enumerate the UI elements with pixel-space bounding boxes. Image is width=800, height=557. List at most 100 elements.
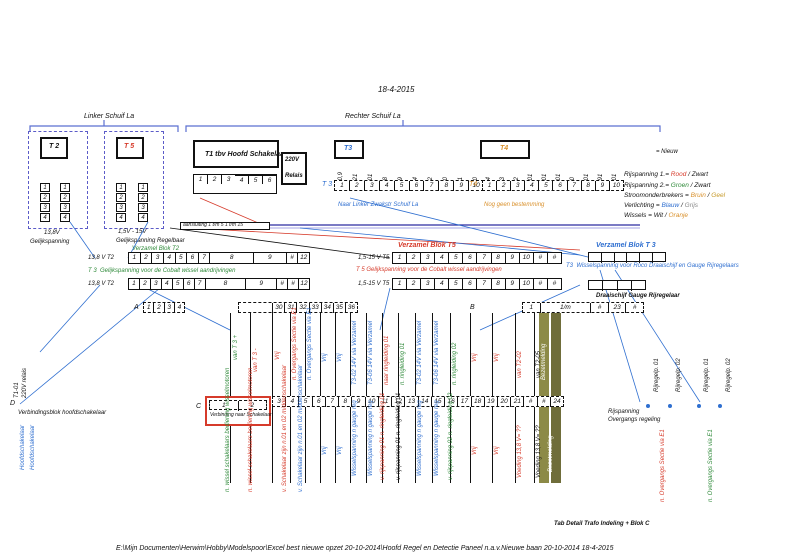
- t1-box: T1 tbv Hoofd Schakelaar: [193, 140, 287, 168]
- relais-label: Relais: [285, 173, 303, 179]
- col-bot-15: Vrij: [494, 446, 500, 455]
- t3-right-strip-2: [588, 280, 646, 291]
- col-bot-1: n. wissel schakelaars bediening wisselmo…: [225, 367, 231, 492]
- t2-box: T 2: [40, 137, 68, 159]
- col-top-5: n. Overgangs Sectie via E1: [307, 307, 313, 380]
- t2-bot-label: 13,8 V T2: [88, 281, 115, 287]
- col-bot-16: Voeding 13,8 V= ??: [517, 425, 523, 478]
- c-box-note: Verbinding naar Schakelaar: [210, 412, 272, 418]
- col-top-9: T3-06 14V via Verzamel: [368, 320, 374, 385]
- verzamel-t2-label: Verzamel Blok T2: [132, 246, 180, 252]
- left-panel-title: Linker Schuif La: [84, 113, 135, 120]
- t5-top-label: 1,5-15 V T5: [358, 255, 390, 261]
- t3-right-strip: [588, 252, 666, 263]
- t5-voltage: 1,5V - 15V: [118, 229, 147, 235]
- col-bot-10: v. rijspanning 01 n. ringleiding 01: [396, 392, 402, 480]
- col-top-8: T3-02 14V via Verzamel: [352, 320, 358, 385]
- aansluiting-note: aansluiting 1 t/m 5 1 t/m 15: [183, 222, 244, 228]
- t4-box: T4: [480, 140, 530, 159]
- t3-label: T3: [344, 145, 353, 152]
- draaischijf-label: Draaischijf Gauge Rijregelaar: [596, 293, 680, 299]
- col-bot-13: v. rijspanning 02 n. ringleiding 02: [448, 392, 454, 480]
- aansluiting-box: aansluiting 1 t/m 5 1 t/m 15: [180, 222, 270, 230]
- rijspanning-overgang-title: Rijspanning Overgangs regeling: [608, 409, 661, 423]
- overgang-sectie-1: n. Overgangs Sectie via E1: [660, 429, 666, 502]
- relais-box: 220V Relais: [281, 152, 307, 185]
- col-top-13: T3-06 14V via Verzamel: [434, 320, 440, 385]
- t3-desc-line: T 3 Gelijkspanning voor de Cobalt wissel…: [88, 268, 236, 274]
- overgang-sectie-2: n. Overgangs Sectie via E1: [708, 429, 714, 502]
- col-top-3: Vrij: [275, 351, 281, 360]
- col-bot-18: Bezetmelding: [548, 435, 554, 472]
- strip-c-label: C: [196, 403, 202, 410]
- col-bot-14: Vrij: [472, 446, 478, 455]
- regelbaar-label: Gelijkspanning Regelbaar: [116, 238, 185, 244]
- verzamel-t5-title: Verzamel Blok T5: [398, 242, 456, 249]
- t2-transformer-frame: [28, 131, 88, 229]
- col-bot-4: v. Schakelaar zijn n.01 en 02 middenscha…: [298, 365, 304, 492]
- t3-right-desc: T3 Wisselspanning voor Roco Draaischijf …: [566, 263, 739, 269]
- col-top-19: Bezetmelding: [541, 343, 547, 380]
- legend-row-3: Stroomonderbrekers = Bruin / Geel: [624, 192, 726, 199]
- t101-label: T1-01: [14, 382, 20, 398]
- t2-voltage: 13,8V: [44, 230, 60, 236]
- col-bot-7: Wisselspanning n gauge reg: [352, 400, 358, 476]
- col-top-17: van T2-02: [517, 350, 523, 378]
- col-top-10: naar ringleiding 01: [384, 335, 390, 385]
- col-bot-3: v. Schakelaar zijn n.01 en 02 middenscha…: [282, 365, 288, 492]
- t5-label: T 5: [124, 143, 135, 150]
- t1-label: T1 tbv Hoofd Schakelaar: [205, 151, 287, 158]
- col-bot-9: v. rijspanning 01 n. ringleiding 01: [380, 392, 386, 480]
- strip-a-label: A: [134, 304, 139, 311]
- col-top-6: Vrij: [322, 353, 328, 362]
- col-top-12: T3-02 14V via Verzamel: [417, 320, 423, 385]
- col-top-1: van T 3 +: [233, 334, 239, 360]
- legend-row-4: Verlichting = Blauw / Grijs: [624, 202, 699, 209]
- col-top-11: n. ringleiding 01: [400, 342, 406, 385]
- col-bot-5: Vrij: [322, 446, 328, 455]
- col-bot-12: Wisselspanning n gauge reg: [434, 400, 440, 476]
- t5-transformer-frame: [104, 131, 164, 229]
- hoofdschakelaar-1: Hoofdschakelaar: [20, 424, 26, 470]
- legend-row-5: Wissels = Wit / Oranje: [624, 212, 689, 219]
- nieuw-legend: = Nieuw: [656, 149, 678, 155]
- col-bot-2: n. wissel schakelaars bediening wisselmo…: [248, 367, 254, 492]
- gelijkspanning-label: Gelijkspanning: [30, 239, 70, 245]
- legend-row-2: Rijspanning 2.= Groen / Zwart: [624, 182, 711, 189]
- t3-box: T3: [334, 140, 364, 159]
- tab-detail-label: Tab Detail Trafo Indeling + Blok C: [554, 521, 650, 527]
- col-top-15: Vrij: [472, 353, 478, 362]
- verzamel-t3-title: Verzamel Blok T 3: [596, 242, 656, 249]
- t4-label: T4: [500, 145, 509, 152]
- hoofdschakelaar-2: Hoofdschakelaar: [30, 424, 36, 470]
- t1-terminal-strip: 1 2 3 4 5 6: [193, 174, 277, 194]
- d-label: D: [10, 400, 16, 407]
- t4-note: Nog geen bestemming: [484, 202, 545, 208]
- footer-path: E:\Mijn Documenten\Herwim\Hobby\Modelspo…: [116, 545, 614, 552]
- relais-side-label: 220V relais: [22, 367, 28, 398]
- v220-label: 220V: [285, 157, 300, 163]
- col-bot-8: Wisselspanning n gauge reg: [368, 400, 374, 476]
- verbindingsblok-label: Verbindingsblok hoofdschakelaar: [18, 410, 107, 416]
- t2-top-label: 13,8 V T2: [88, 255, 115, 261]
- strip-b-label: B: [470, 304, 475, 311]
- right-panel-title: Rechter Schuif La: [345, 113, 401, 120]
- t2-label: T 2: [49, 143, 60, 150]
- col-bot-17: Voeding 13,8 V= ??: [536, 425, 542, 478]
- t3-side-label: T 3: [322, 181, 333, 188]
- t4-side-label: T4: [469, 181, 478, 188]
- legend-row-1: Rijspanning 1.= Rood / Zwart: [624, 171, 709, 178]
- t5-desc: T 5 Gelijkspanning voor de Cobalt wissel…: [356, 267, 502, 273]
